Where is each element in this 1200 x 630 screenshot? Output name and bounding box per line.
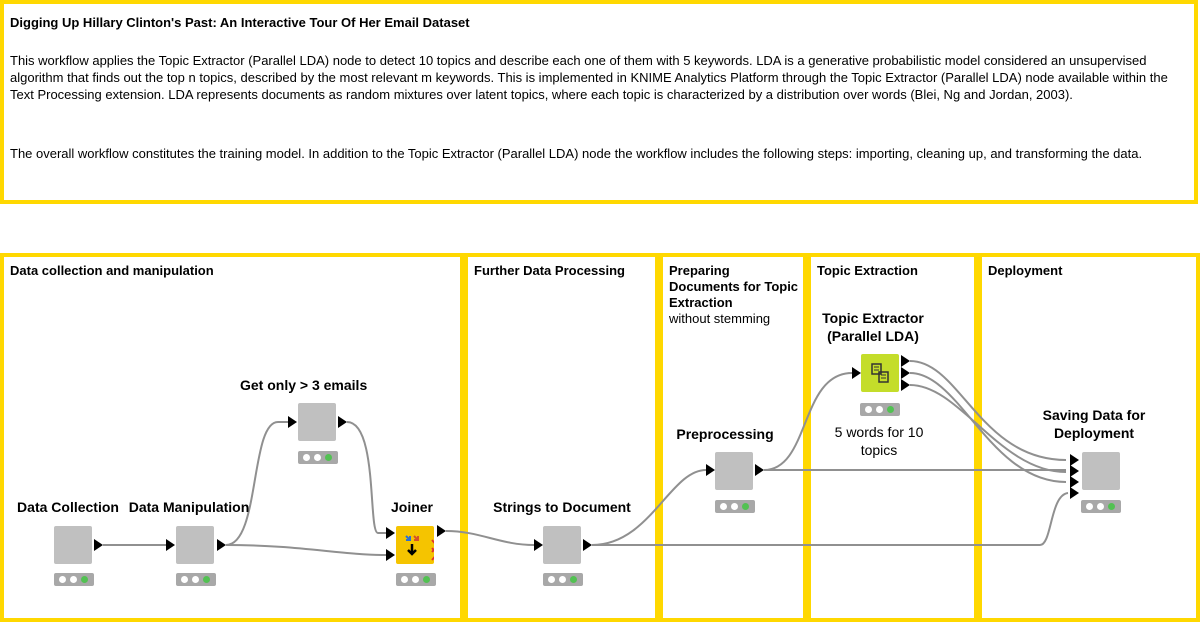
node-status-indicator: [54, 573, 94, 586]
workflow-description: Digging Up Hillary Clinton's Past: An In…: [0, 0, 1198, 204]
node-label-joiner: Joiner: [390, 499, 433, 515]
node-label-row-filter: Get only > 3 emails: [240, 377, 368, 393]
joiner-icon: [405, 535, 434, 561]
node-comment-topic-extractor: 5 words for 10 topics: [834, 424, 924, 458]
description-paragraph-1: This workflow applies the Topic Extracto…: [10, 53, 1168, 102]
section-title: Preparing Documents for Topic Extraction…: [669, 263, 799, 327]
node-label-strings-to-document: Strings to Document: [493, 499, 631, 515]
description-paragraph-2: The overall workflow constitutes the tra…: [10, 146, 1143, 161]
node-status-indicator: [715, 500, 755, 513]
node-label-preprocessing: Preprocessing: [676, 426, 774, 442]
node-label-saving-data: Saving Data for Deployment: [1042, 407, 1146, 441]
node-label-topic-extractor: Topic Extractor (Parallel LDA): [822, 310, 924, 344]
node-status-indicator: [543, 573, 583, 586]
node-label-data-manipulation: Data Manipulation: [128, 499, 250, 515]
section-title: Data collection and manipulation: [10, 263, 214, 278]
section-title-bold: Preparing Documents for Topic Extraction: [669, 263, 799, 310]
section-title: Further Data Processing: [474, 263, 625, 278]
data-manipulation-node[interactable]: [176, 526, 214, 564]
saving-data-node[interactable]: [1082, 452, 1120, 490]
node-status-indicator: [298, 451, 338, 464]
joiner-node[interactable]: [396, 526, 434, 564]
topic-extractor-node[interactable]: [861, 354, 899, 392]
section-title: Topic Extraction: [817, 263, 918, 278]
section-title: Deployment: [988, 263, 1063, 278]
row-filter-node[interactable]: [298, 403, 336, 441]
strings-to-document-node[interactable]: [543, 526, 581, 564]
data-collection-node[interactable]: [54, 526, 92, 564]
node-status-indicator: [176, 573, 216, 586]
section-subtitle: without stemming: [669, 311, 771, 326]
preprocessing-node[interactable]: [715, 452, 753, 490]
node-label-data-collection: Data Collection: [17, 499, 119, 515]
workflow-title: Digging Up Hillary Clinton's Past: An In…: [10, 15, 470, 30]
node-status-indicator: [860, 403, 900, 416]
section-further-processing: Further Data Processing: [464, 253, 659, 622]
node-status-indicator: [1081, 500, 1121, 513]
topic-extractor-icon: [871, 363, 889, 383]
section-data-collection: Data collection and manipulation: [0, 253, 464, 622]
node-status-indicator: [396, 573, 436, 586]
